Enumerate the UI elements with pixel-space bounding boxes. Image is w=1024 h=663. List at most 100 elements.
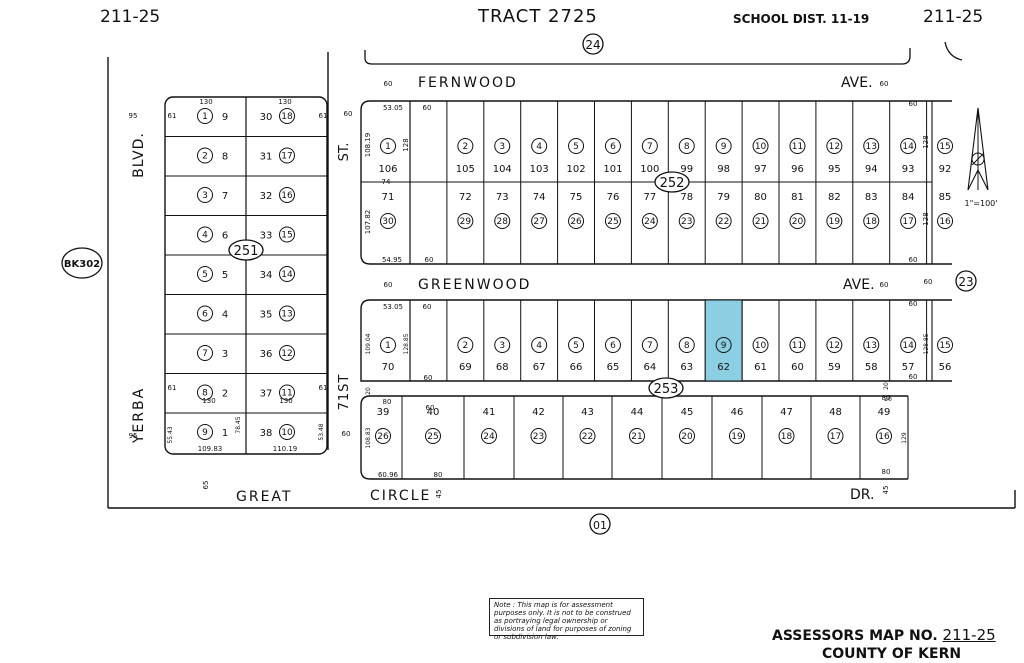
lot-30-circle (380, 213, 396, 229)
lot-15: 15 (281, 231, 292, 241)
lot-7-circle (197, 345, 213, 361)
lot-4-circle (531, 138, 548, 154)
lot-18: 18 (781, 432, 793, 442)
lot-12: 12 (829, 142, 840, 152)
assessors-map-label: ASSESSORS MAP NO. 211-25 (772, 626, 996, 644)
lot-8: 8 (684, 142, 690, 152)
lot-2: 2 (202, 152, 208, 162)
lot-4-circle (531, 337, 548, 353)
lot-3: 3 (499, 142, 505, 152)
parcel-number: 68 (496, 362, 509, 373)
parcel-number: 30 (260, 112, 273, 123)
lot-7: 7 (647, 341, 653, 351)
lot-21: 21 (631, 432, 642, 442)
ref-24-circle (582, 33, 604, 55)
block-251-label: 251 (234, 244, 259, 259)
dimension: 20 (883, 382, 890, 390)
parcel-number: 39 (377, 407, 390, 418)
north-arrow-ring (971, 152, 985, 166)
lot-1-circle (380, 138, 396, 154)
lot-21-circle (752, 213, 769, 229)
lot-26: 26 (570, 217, 582, 227)
highlighted-parcel (704, 299, 743, 382)
parcel-number: 76 (607, 192, 620, 203)
lot-16: 16 (939, 217, 951, 227)
lot-27: 27 (533, 217, 544, 227)
lot-20-circle (679, 428, 695, 444)
lot-12: 12 (281, 349, 292, 359)
lot-9: 9 (202, 428, 208, 438)
lot-19-circle (729, 428, 745, 444)
lot-5: 5 (573, 142, 579, 152)
dimension: 80 (882, 468, 891, 476)
lot-13: 13 (281, 310, 292, 320)
dimension: 95 (129, 112, 138, 120)
parcel-number: 67 (533, 362, 546, 373)
dimension: 80 (434, 471, 443, 479)
lot-28: 28 (497, 217, 509, 227)
lot-12-circle (826, 138, 843, 154)
dimension: 108.19 (364, 133, 372, 158)
lot-2-circle (457, 138, 474, 154)
lot-22: 22 (718, 217, 729, 227)
lot-16: 16 (281, 191, 293, 201)
parcel-number: 56 (939, 362, 952, 373)
parcel-number: 34 (260, 270, 273, 281)
lot-16: 16 (878, 432, 890, 442)
block-251-label-oval (228, 239, 264, 261)
lot-7-circle (641, 138, 658, 154)
dimension: 60 (880, 281, 889, 289)
parcel-number: 77 (643, 192, 656, 203)
lot-7-circle (641, 337, 658, 353)
lot-6-circle (604, 337, 621, 353)
dimension: 55.43 (167, 426, 174, 443)
parcel-number: 35 (260, 310, 273, 321)
parcel-number: 102 (567, 164, 586, 175)
parcel-number: 99 (680, 164, 693, 175)
lot-26: 26 (377, 432, 389, 442)
dimension: 109.04 (365, 333, 372, 354)
block-252-label-oval (654, 171, 690, 193)
parcel-number: 7 (222, 191, 228, 202)
lot-17: 17 (902, 217, 913, 227)
lot-25-circle (604, 213, 621, 229)
dimension: 60.96 (378, 471, 399, 479)
book-302-oval (61, 247, 103, 279)
lot-1: 1 (202, 112, 208, 122)
lot-25: 25 (607, 217, 618, 227)
lot-13: 13 (866, 142, 877, 152)
parcel-number: 49 (878, 407, 891, 418)
parcel-number: 105 (456, 164, 475, 175)
lot-24: 24 (644, 217, 656, 227)
parcel-number: 101 (603, 164, 622, 175)
lot-8: 8 (684, 341, 690, 351)
lot-8-circle (197, 384, 213, 401)
dimension: 95 (129, 432, 138, 440)
dimension: 61 (319, 112, 328, 120)
lot-11: 11 (281, 389, 292, 399)
parcel-number: 36 (260, 349, 273, 360)
parcel-number: 96 (791, 164, 804, 175)
parcel-number: 81 (791, 192, 804, 203)
lot-20: 20 (792, 217, 804, 227)
street-great: GREAT (236, 489, 292, 505)
ref-01-circle (589, 513, 611, 535)
parcel-number: 69 (459, 362, 472, 373)
lot-27-circle (531, 213, 548, 229)
lot-24-circle (481, 428, 497, 444)
lot-2: 2 (462, 341, 468, 351)
dimension: 74 (382, 178, 391, 186)
lot-3-circle (494, 138, 511, 154)
parcel-number: 61 (754, 362, 767, 373)
lot-3-circle (494, 337, 511, 353)
dimension: 53.05 (383, 104, 403, 112)
lot-9-circle (715, 138, 732, 154)
dimension: 53.05 (383, 303, 403, 311)
ref-24: 24 (585, 38, 600, 52)
dimension: 60 (909, 256, 918, 264)
lot-24: 24 (483, 432, 495, 442)
dimension: 60 (384, 281, 393, 289)
parcel-number: 78 (680, 192, 693, 203)
lot-13-circle (279, 305, 295, 322)
lot-14-circle (900, 337, 917, 353)
